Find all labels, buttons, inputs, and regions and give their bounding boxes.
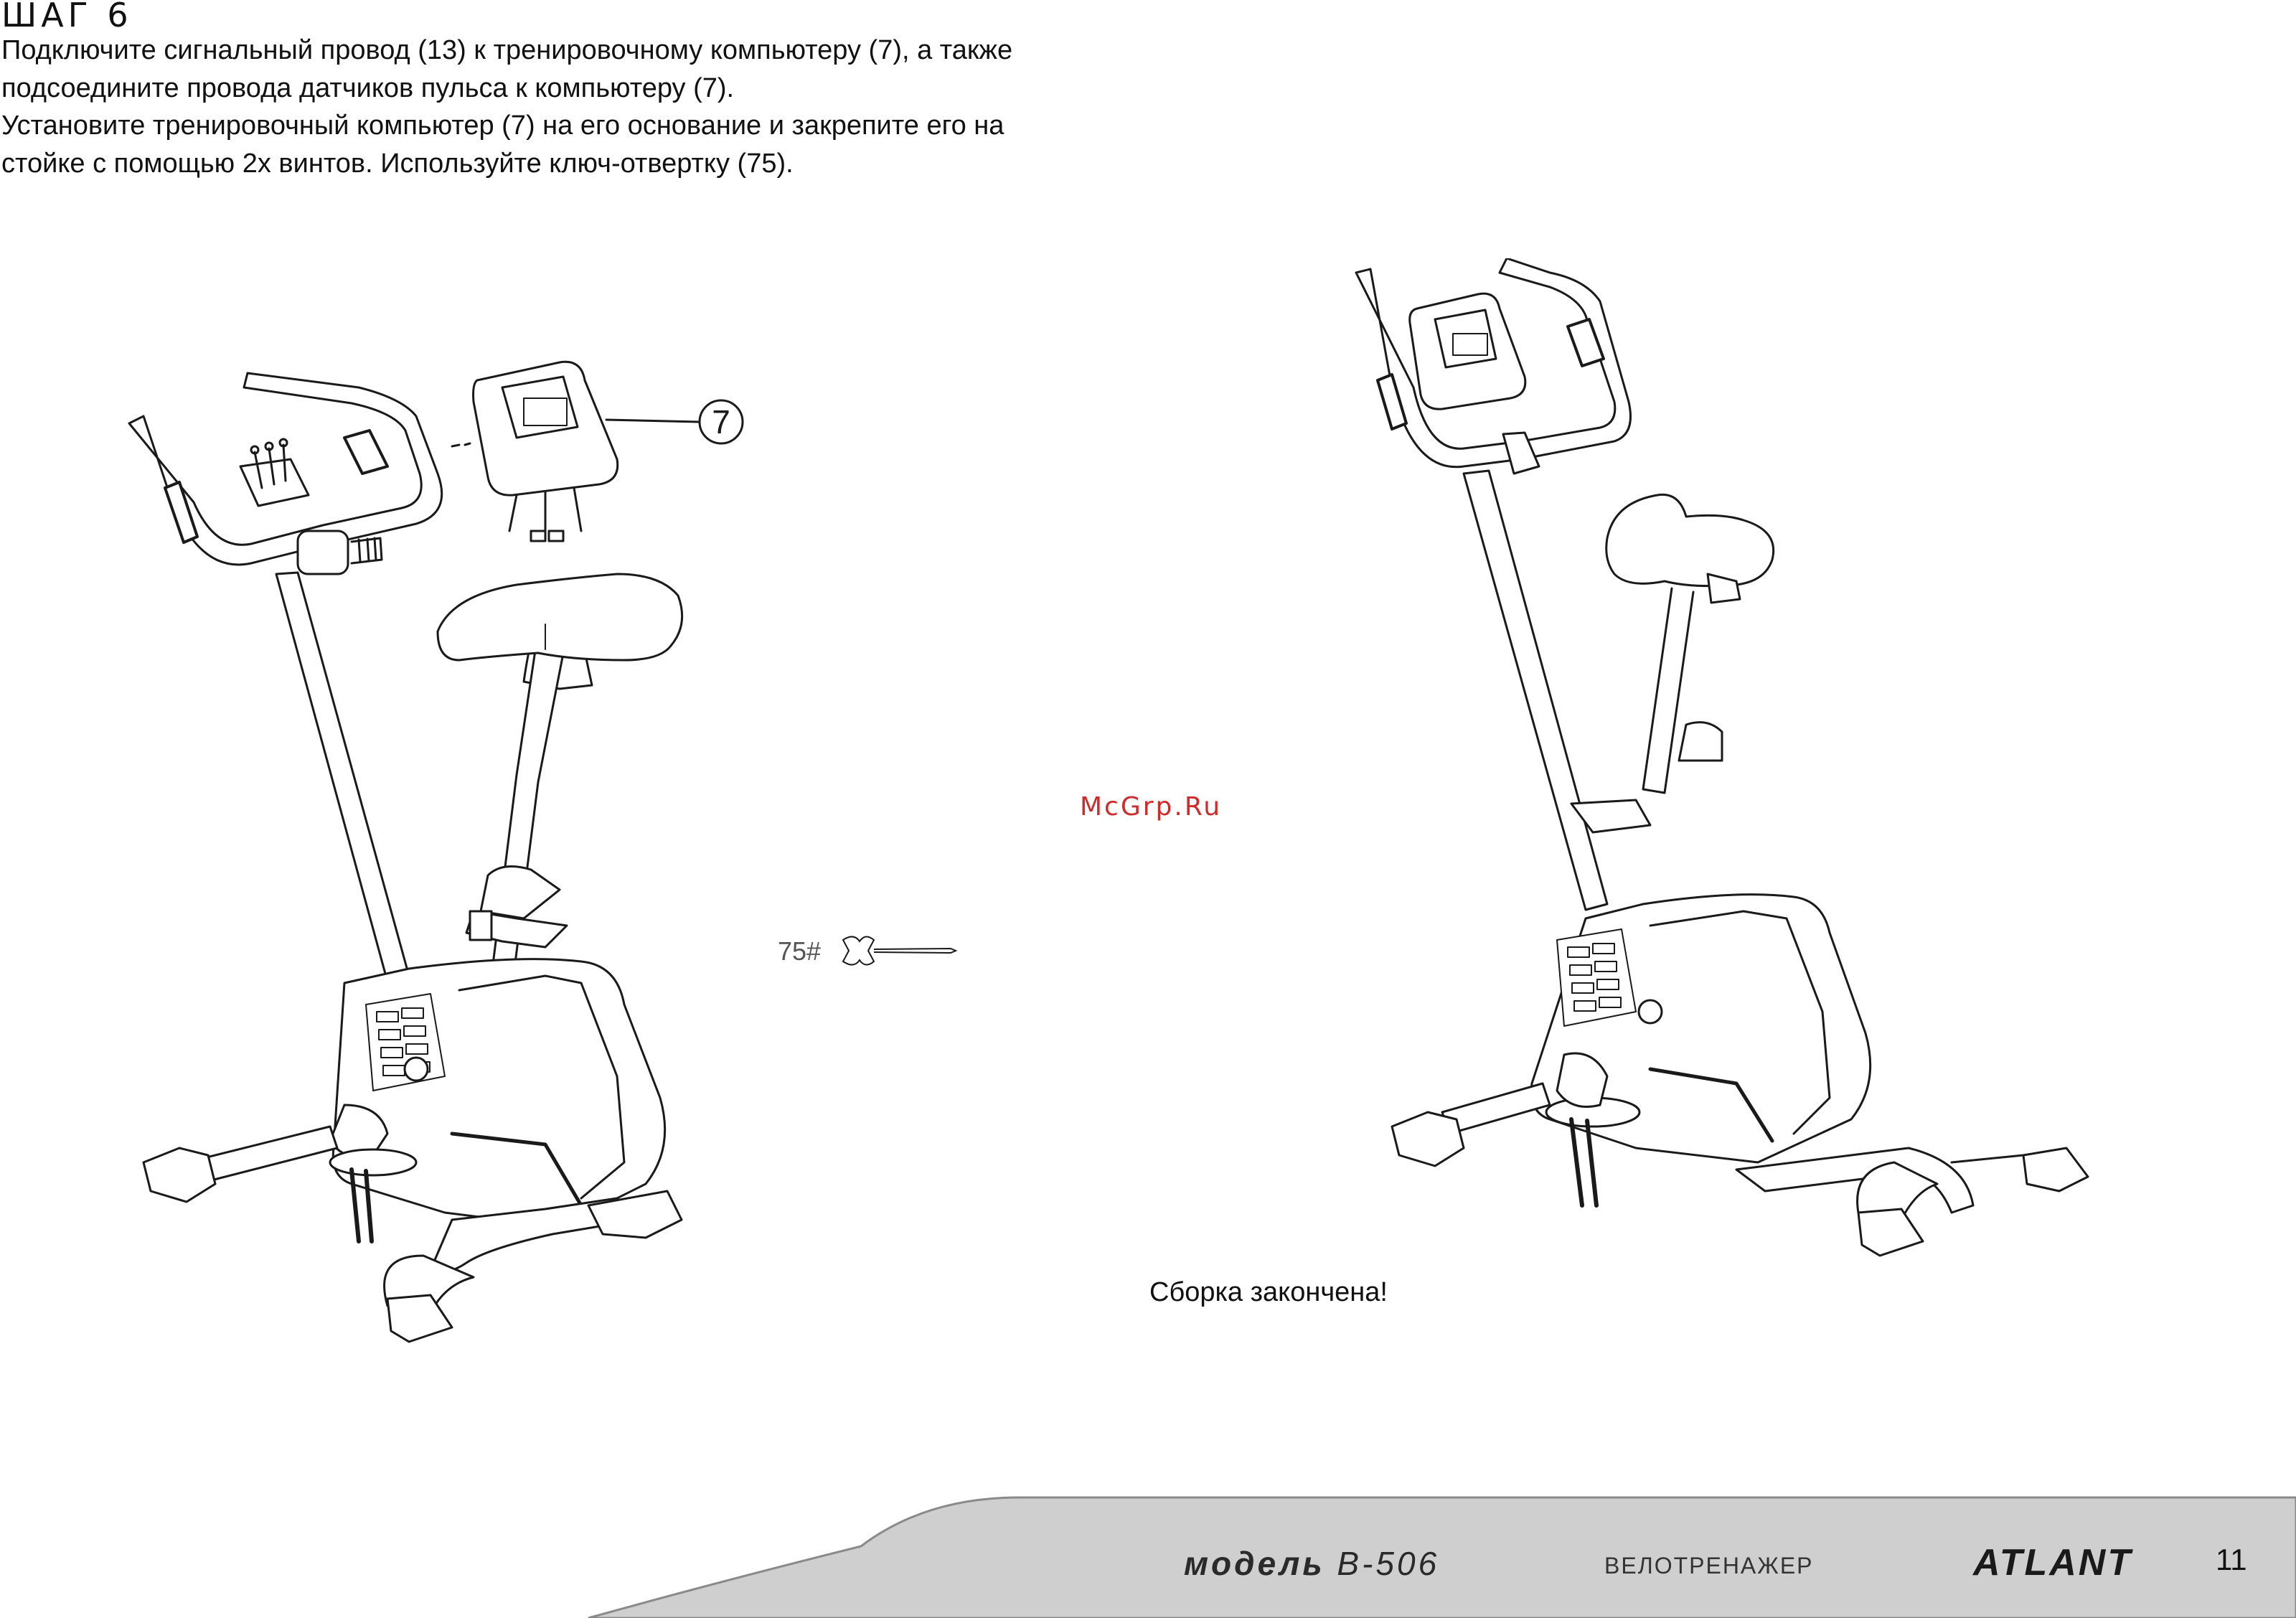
pedal-illustration <box>1570 721 1723 834</box>
upright-post-illustration <box>1462 469 1609 911</box>
footer-band <box>588 1496 2296 1618</box>
callout-number-7: 7 <box>712 403 730 441</box>
upright-post-illustration <box>275 571 410 983</box>
assembly-complete-text: Сборка закончена! <box>1149 1277 1388 1307</box>
instruction-line: стойке с помощью 2х винтов. Используйте … <box>1 148 794 179</box>
instruction-line: подсоедините провода датчиков пульса к к… <box>1 72 735 103</box>
bike-housing-illustration <box>1530 893 1872 1208</box>
handlebar-illustration <box>1355 258 1632 469</box>
model-label: модель <box>1184 1545 1325 1582</box>
brand-logo: ATLANT <box>1973 1542 2133 1584</box>
instructions: Подключите сигнальный провод (13) к трен… <box>1 32 1121 182</box>
model-number: B-506 <box>1337 1545 1440 1582</box>
handlebar-illustration <box>128 372 443 575</box>
exercise-bike-assembled-illustration <box>1355 258 2089 1257</box>
training-computer-illustration <box>451 360 701 542</box>
seat-illustration <box>436 573 684 1010</box>
instruction-line: Подключите сигнальный провод (13) к трен… <box>1 35 1013 65</box>
bike-housing-illustration <box>329 958 667 1243</box>
exercise-bike-exploded-illustration: 7 <box>128 360 744 1343</box>
step-title: шаг 6 <box>1 0 133 34</box>
screwdriver-handle-icon <box>842 936 875 966</box>
screwdriver-tool-illustration: 75# <box>778 936 958 966</box>
watermark: McGrp.Ru <box>1080 792 1223 822</box>
product-type: ВЕЛОТРЕНАЖЕР <box>1604 1553 1814 1579</box>
pedal-illustration <box>465 865 568 949</box>
footer-model: модель B-506 <box>1184 1544 1439 1583</box>
mounting-plate-illustration <box>239 438 310 507</box>
tool-callout-label: 75# <box>778 936 821 966</box>
callout-circle-7 <box>698 399 744 445</box>
base-stabilizer-illustration <box>142 1125 683 1343</box>
page-number: 11 <box>2216 1543 2247 1576</box>
base-stabilizer-illustration <box>1391 1082 2089 1257</box>
training-computer-illustration <box>1408 292 1527 410</box>
seat-illustration <box>1605 493 1775 794</box>
instruction-line: Установите тренировочный компьютер (7) н… <box>1 110 1004 141</box>
